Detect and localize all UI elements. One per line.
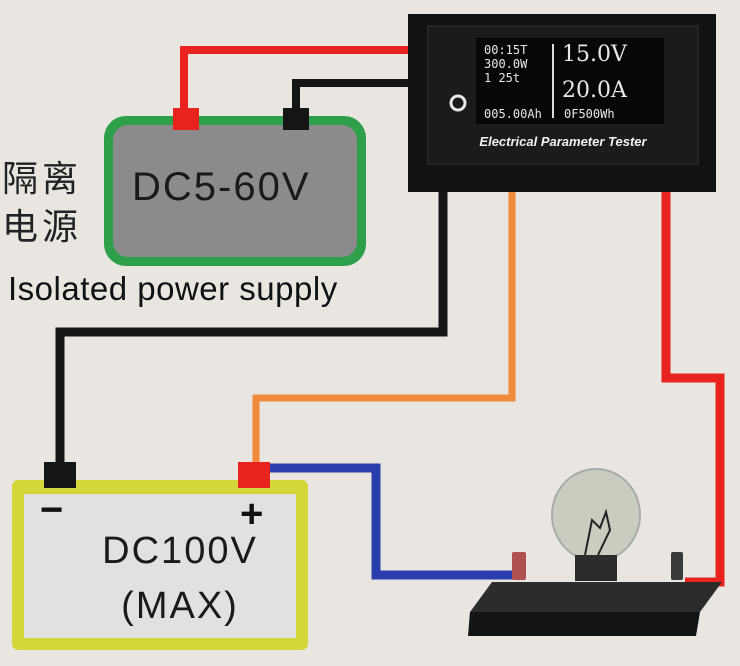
bulb-icon xyxy=(551,468,641,562)
lcd-time: 00:15T xyxy=(484,43,528,57)
psu-negative-terminal xyxy=(283,108,309,130)
blue-wire xyxy=(262,463,514,580)
orange-wire xyxy=(252,185,516,470)
psu-chinese-label-line1: 隔离 xyxy=(2,159,83,200)
lamp-contact-right xyxy=(671,552,683,580)
lcd-voltage: 15.0V xyxy=(562,42,627,67)
battery-voltage-label: DC100V xyxy=(102,530,258,572)
battery-positive-terminal xyxy=(238,462,270,488)
lcd-capacity: 005.00Ah xyxy=(484,107,542,121)
lcd-current: 20.0A xyxy=(562,78,627,103)
device-button-icon xyxy=(449,94,467,112)
psu-english-label: Isolated power supply xyxy=(8,270,338,307)
lcd-power: 300.0W xyxy=(484,57,528,71)
device-caption: Electrical Parameter Tester xyxy=(479,134,647,149)
battery xyxy=(12,462,308,650)
electrical-parameter-tester xyxy=(408,14,716,192)
battery-negative-terminal xyxy=(44,462,76,488)
battery-max-label: (MAX) xyxy=(121,585,239,627)
battery-minus-sign: − xyxy=(40,488,64,532)
red-wire-lamp xyxy=(661,190,725,587)
battery-plus-sign: + xyxy=(240,492,264,536)
isolated-power-supply xyxy=(104,108,366,266)
lcd-temp: 1 25t xyxy=(484,71,521,85)
psu-voltage-label: DC5-60V xyxy=(132,165,311,209)
red-wire-psu xyxy=(180,46,430,118)
black-wire-psu xyxy=(292,79,430,118)
lamp xyxy=(468,468,722,636)
psu-positive-terminal xyxy=(173,108,199,130)
lamp-contact-left xyxy=(512,552,526,580)
psu-chinese-label-line2: 电源 xyxy=(2,207,83,248)
lcd-energy: 0F500Wh xyxy=(564,107,615,121)
black-wire-battery xyxy=(55,185,448,468)
